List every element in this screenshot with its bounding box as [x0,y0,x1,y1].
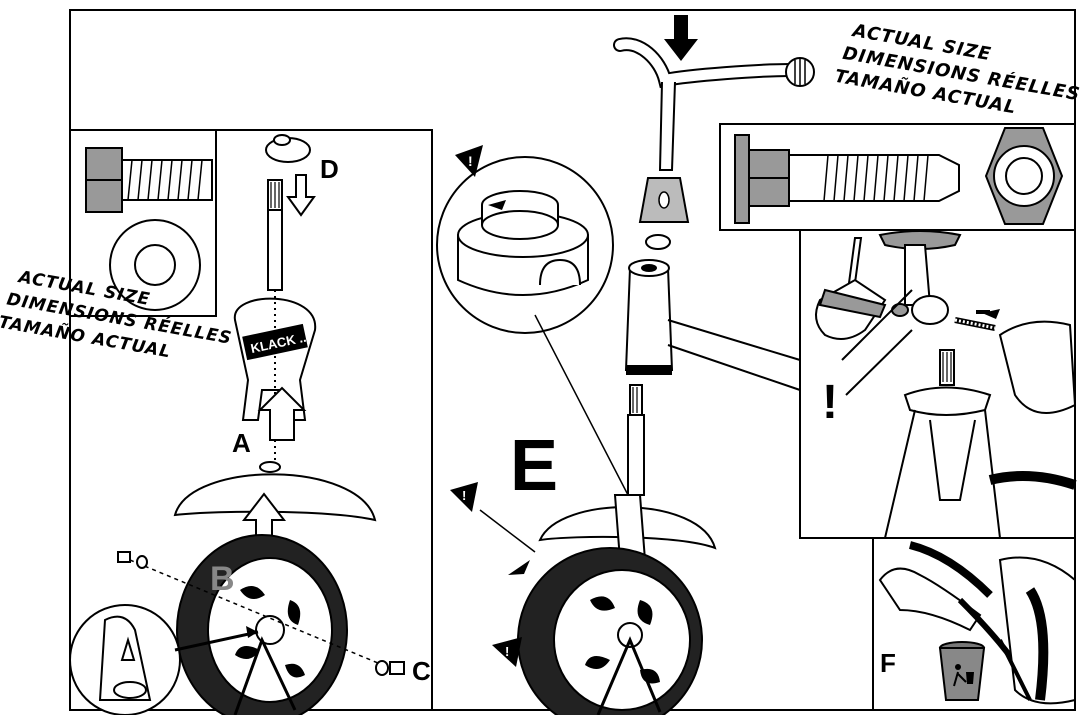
front-wheel-left [176,534,348,715]
label-f: F [880,648,896,678]
fork-detail-zoom [69,604,259,715]
right-bolt-detail-panel: ! [799,229,1077,539]
label-c: C [412,656,431,686]
right-size-notice: ACTUAL SIZE DIMENSIONS RÉELLES TAMAÑO AC… [833,20,1082,119]
up-arrow-icon [257,386,307,441]
stem-clamp [265,134,311,163]
mudguard [173,473,377,522]
warning-icon: ! [492,637,522,667]
label-e: E [510,426,558,506]
middle-panel: ! E [436,15,815,715]
front-wheel-middle [517,547,703,715]
warning-icon: ! [455,145,483,177]
label-a: A [232,428,251,458]
label-d: D [320,154,339,184]
trash-can-icon [938,641,986,701]
down-arrow-icon [664,15,698,61]
warning-icon: ! [450,482,478,512]
handlebar [613,37,815,171]
left-actual-size-inset [69,129,217,317]
axle-nut-right [375,660,405,676]
warning-exclaim: ! [822,376,838,429]
frame-head-tube [624,259,801,391]
warning-mark: ! [462,488,466,503]
clamp-detail-zoom [436,156,629,496]
down-arrow-icon [286,174,316,217]
right-actual-size-inset [719,123,1076,231]
hex-bolt-icon [734,134,960,224]
hex-bolt-icon [85,147,213,213]
warning-mark: ! [468,153,473,169]
washer-icon [109,219,201,311]
left-panel: ACTUAL SIZE DIMENSIONS RÉELLES TAMAÑO AC… [0,129,433,715]
hex-nut-icon [984,127,1064,225]
axle-bolt-left [117,551,148,569]
label-b: B [210,560,235,598]
warning-mark: ! [505,644,509,659]
click-sound-tag [242,323,308,361]
step-f-panel: F [872,537,1076,711]
